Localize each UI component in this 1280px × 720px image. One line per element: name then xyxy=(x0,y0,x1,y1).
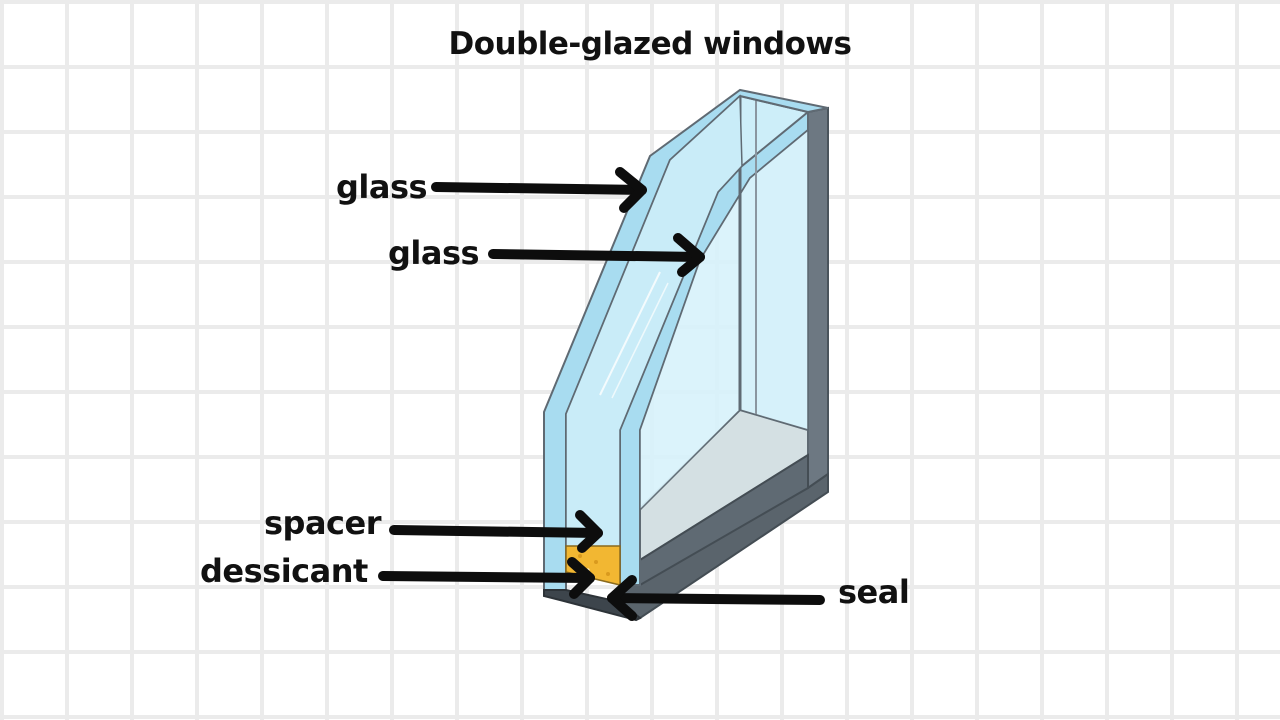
label-seal: seal xyxy=(838,573,910,611)
desiccant-arrow xyxy=(378,557,595,599)
glass-outer-arrow xyxy=(431,167,647,213)
label-glass-inner: glass xyxy=(388,234,480,272)
inner-glass-face xyxy=(639,128,809,512)
label-spacer: spacer xyxy=(264,504,382,542)
glass-inner-arrow xyxy=(488,233,705,277)
frame-right-side xyxy=(807,106,829,490)
seal-arrow xyxy=(607,575,825,621)
diagram-title: Double-glazed windows xyxy=(448,26,852,62)
label-desiccant: dessicant xyxy=(200,552,368,590)
label-glass-outer: glass xyxy=(336,168,428,206)
spacer-arrow xyxy=(389,510,603,553)
